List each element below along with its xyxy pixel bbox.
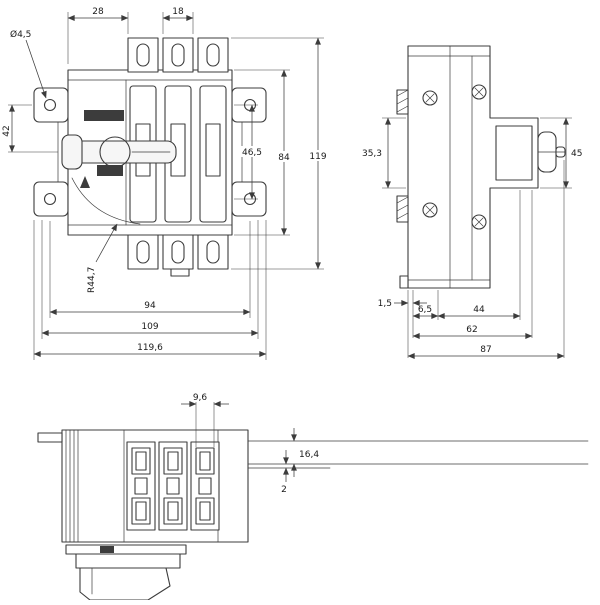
dim-side-6-5: 6,5 <box>412 305 439 319</box>
label-mark <box>100 546 114 553</box>
bottom-terminals <box>127 234 229 277</box>
dim-front-109: 109 <box>41 220 259 339</box>
dim-label: 44 <box>473 305 485 315</box>
dim-label: R44,7 <box>87 267 97 293</box>
dim-front-119: 119 <box>231 37 332 270</box>
dim-label: 1,5 <box>378 299 392 309</box>
screw-icon <box>471 84 487 100</box>
screw-icon <box>422 202 438 218</box>
dim-side-35-3: 35,3 <box>362 117 406 189</box>
dim-front-radius: R44,7 <box>87 223 118 293</box>
din-rail-clamps <box>396 89 409 289</box>
dim-label: 28 <box>92 7 104 17</box>
dim-side-45: 45 <box>540 117 582 189</box>
position-indicator <box>97 165 123 176</box>
dim-side-44: 44 <box>437 305 521 319</box>
dim-front-42: 42 <box>2 104 58 153</box>
dim-label: 2 <box>281 485 287 495</box>
dim-label: Ø4,5 <box>10 29 31 40</box>
screw-icon <box>422 90 438 106</box>
dim-label: 62 <box>466 325 477 335</box>
dim-label: 35,3 <box>362 149 382 159</box>
dim-side-62: 62 <box>412 325 533 339</box>
bracket-tab <box>33 87 69 123</box>
bracket-tab <box>33 181 69 217</box>
dim-side-87: 87 <box>407 345 565 359</box>
dim-bottom-16-4: 16,4 <box>291 428 319 477</box>
dim-label: 84 <box>278 153 290 163</box>
screw-icon <box>471 214 487 230</box>
dim-label: 42 <box>2 125 12 136</box>
dim-label: 119 <box>309 152 326 162</box>
handle-knob <box>61 134 83 170</box>
dim-label: 45 <box>571 149 582 159</box>
dim-front-hole-dia: Ø4,5 <box>10 29 47 99</box>
dim-label: 6,5 <box>418 305 432 315</box>
pole-clips <box>126 441 220 531</box>
dim-label: 46,5 <box>242 148 262 158</box>
rotary-handle <box>61 134 177 225</box>
dim-label: 18 <box>172 7 184 17</box>
handle-assembly-bottom <box>65 544 187 601</box>
dim-front-119-6: 119,6 <box>33 220 267 360</box>
dim-front-84: 84 <box>234 69 296 236</box>
side-tab <box>37 432 63 443</box>
side-view: 35,3 45 1,5 6,5 44 <box>362 45 582 359</box>
dim-side-1-5: 1,5 <box>378 299 427 309</box>
dim-front-28: 28 <box>67 7 129 64</box>
dim-front-46-5: 46,5 <box>234 104 266 200</box>
brand-label <box>84 110 124 121</box>
side-outline <box>407 45 539 289</box>
handle-swing-arc <box>71 177 141 225</box>
dim-label: 109 <box>141 322 158 332</box>
dim-bottom-9-6: 9,6 <box>181 393 229 447</box>
knurl-lines <box>65 429 79 543</box>
mounting-hole <box>43 192 57 206</box>
dim-label: 94 <box>144 301 156 311</box>
handle-shaft-housing <box>495 125 533 181</box>
top-terminals <box>127 37 229 73</box>
dim-label: 9,6 <box>193 393 208 403</box>
mounting-hole <box>43 98 57 112</box>
dim-front-94: 94 <box>49 221 251 318</box>
dim-label: 16,4 <box>299 450 319 460</box>
dim-label: 119,6 <box>137 343 163 353</box>
dim-bottom-2: 2 <box>281 450 289 495</box>
direction-arrow-icon <box>80 176 90 188</box>
handle-grip-profile <box>79 567 171 601</box>
bottom-view: 9,6 16,4 2 <box>37 393 589 601</box>
dim-front-18: 18 <box>162 7 194 34</box>
front-view: 28 18 Ø4,5 42 46,5 <box>2 7 332 360</box>
dim-label: 87 <box>480 345 491 355</box>
terminal-screws <box>422 84 487 230</box>
